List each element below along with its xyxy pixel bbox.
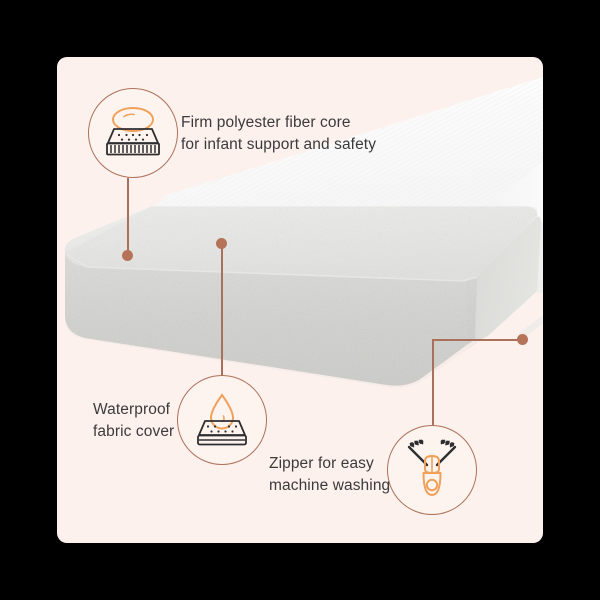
- callout-badge-zipper[interactable]: [387, 425, 477, 515]
- callout-badge-fiber-core[interactable]: [88, 88, 178, 178]
- connector-line-zipper-vertical: [432, 339, 434, 425]
- connector-line-waterproof: [221, 246, 223, 379]
- mattress-fiber-core-icon: [106, 107, 160, 156]
- connector-dot-fiber-core: [122, 250, 133, 261]
- connector-line-zipper-horizontal: [432, 339, 522, 341]
- product-infographic-panel: Firm polyester fiber core for infant sup…: [57, 57, 543, 543]
- connector-dot-waterproof: [216, 238, 227, 249]
- callout-text-zipper: Zipper for easy machine washing: [269, 455, 391, 495]
- mattress-cover-right: [487, 161, 543, 253]
- connector-dot-zipper: [517, 334, 528, 345]
- callout-text-fiber-core: Firm polyester fiber core for infant sup…: [181, 114, 377, 154]
- zipper-icon: [407, 439, 457, 496]
- callout-badge-waterproof[interactable]: [177, 375, 267, 465]
- mattress-core-front: [65, 253, 477, 386]
- mattress-core-right: [475, 216, 541, 340]
- connector-line-fiber-core: [127, 178, 129, 255]
- mattress-core-top: [64, 206, 538, 281]
- waterproof-droplet-mattress-icon: [197, 393, 247, 446]
- callout-text-waterproof: Waterproof fabric cover: [93, 401, 175, 441]
